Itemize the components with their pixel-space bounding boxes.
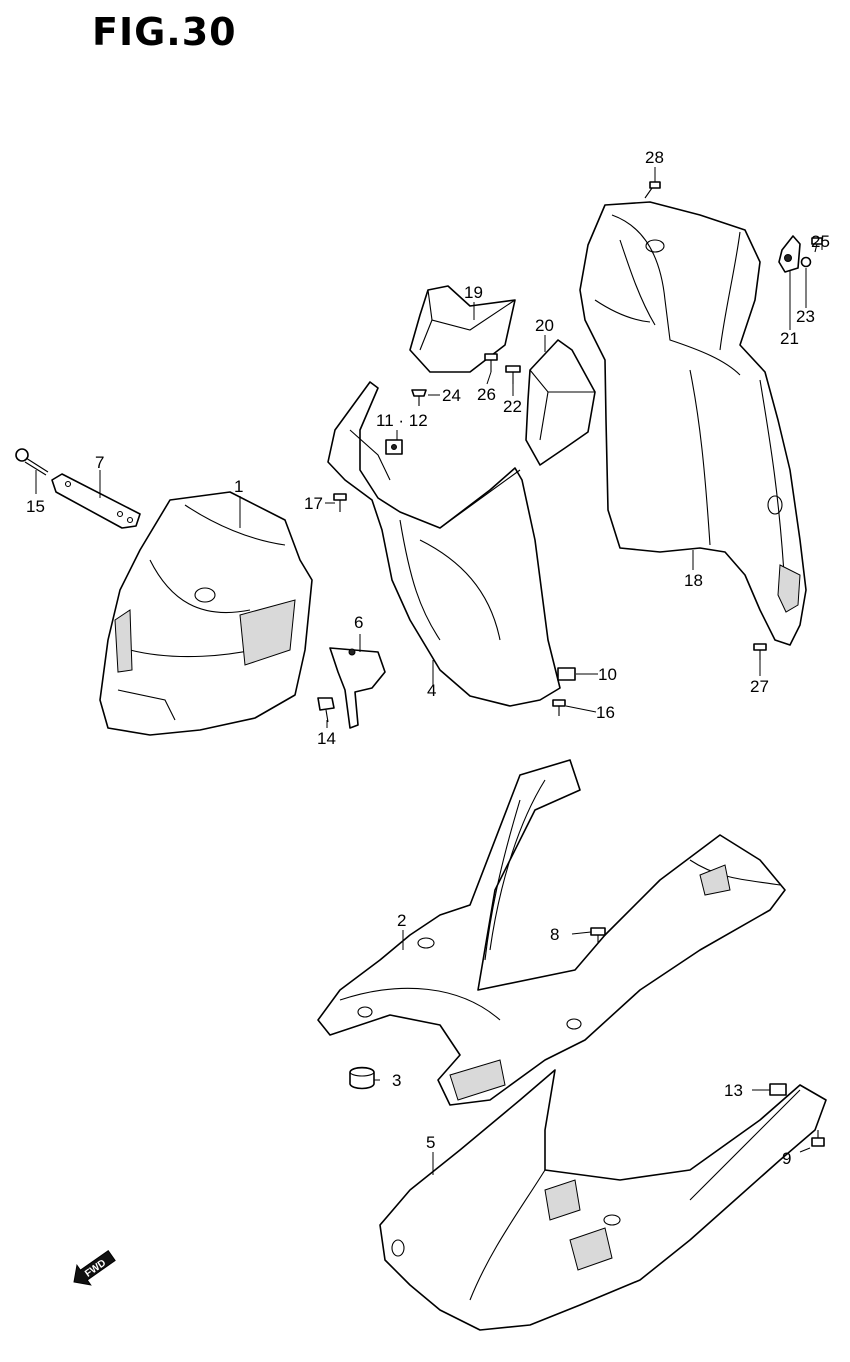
part-23-washer[interactable] [800,256,812,268]
fwd-arrow-icon [73,1250,116,1286]
callout-labels: 1 2 3 4 5 6 7 8 9 10 11 · 12 13 14 15 16… [26,148,830,1168]
part-21-bracket[interactable] [778,235,801,273]
callout-15: 15 [26,497,45,516]
part-16-screw[interactable] [552,699,566,716]
part-28-screw[interactable] [644,181,661,199]
callout-21: 21 [780,329,799,348]
callout-4: 4 [427,681,436,700]
part-14-bolt[interactable] [317,697,335,723]
part-10-nut[interactable] [557,667,576,681]
callout-5: 5 [426,1133,435,1152]
part-11-12-nut[interactable] [385,439,403,455]
figure-title: FIG.30 [92,10,237,54]
callout-7: 7 [95,453,104,472]
callout-24: 24 [442,386,461,405]
callout-22: 22 [503,397,522,416]
callout-9: 9 [782,1149,791,1168]
callout-6: 6 [354,613,363,632]
part-1-front-cover[interactable] [99,491,313,736]
callout-17: 17 [304,494,323,513]
part-5-under-cover[interactable] [379,1069,827,1331]
part-8-screw[interactable] [590,927,606,943]
callout-20: 20 [535,316,554,335]
part-6-bracket[interactable] [329,647,386,729]
part-3-cushion[interactable] [349,1066,375,1090]
callout-3: 3 [392,1071,401,1090]
part-13-nut[interactable] [769,1083,787,1096]
callout-16: 16 [596,703,615,722]
part-24-clip[interactable] [411,389,427,406]
fwd-arrow: FWD [73,1250,116,1286]
callout-10: 10 [598,665,617,684]
callout-13: 13 [724,1081,743,1100]
callout-8: 8 [550,925,559,944]
callout-23: 23 [796,307,815,326]
callout-19: 19 [464,283,483,302]
callout-2: 2 [397,911,406,930]
part-4-inner-cover[interactable] [327,381,561,707]
callout-1: 1 [234,477,243,496]
part-2-floor-board[interactable] [317,759,786,1106]
part-19-box[interactable] [409,285,516,373]
part-20-box[interactable] [525,339,596,466]
callout-28: 28 [645,148,664,167]
part-18-leg-shield[interactable] [579,201,807,646]
callout-25: 25 [811,232,830,251]
callout-14: 14 [317,729,336,748]
part-9-screw[interactable] [811,1130,825,1147]
callout-11-12: 11 · 12 [376,411,428,430]
part-26-screw[interactable] [484,353,498,372]
leader-lines [35,167,823,1175]
part-22-screw[interactable] [505,365,521,384]
part-7-stay[interactable] [51,473,141,529]
callout-26: 26 [477,385,496,404]
callout-27: 27 [750,677,769,696]
part-27-screw[interactable] [753,643,767,660]
callout-18: 18 [684,571,703,590]
part-17-screw[interactable] [333,493,347,512]
part-15-bolt[interactable] [15,448,49,476]
